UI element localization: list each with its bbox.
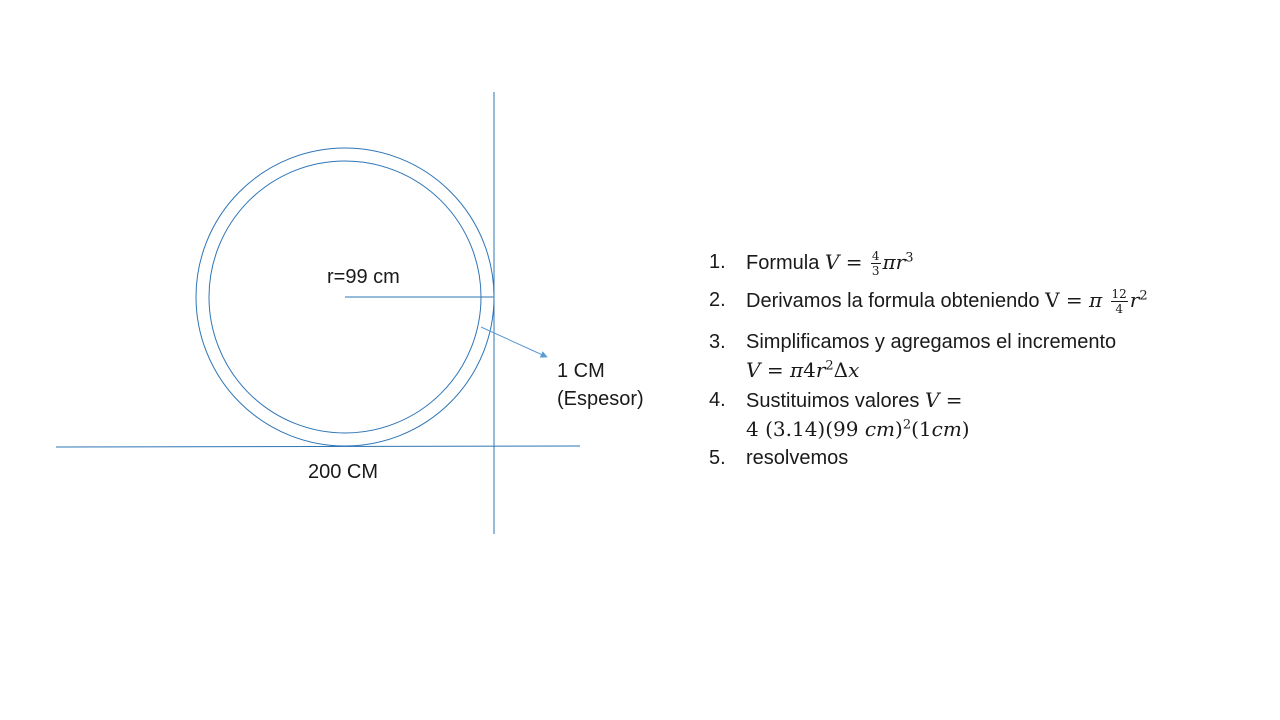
thickness-label-value: 1 CM (557, 360, 605, 382)
step-number: 5. (709, 447, 726, 469)
step-number: 2. (709, 289, 726, 311)
step-text: resolvemos (746, 447, 849, 469)
horizontal-tangent-line (55, 445, 581, 448)
radius-label: r=99 cm (327, 266, 400, 288)
thickness-label-caption: (Espesor) (557, 388, 644, 410)
step-number: 3. (709, 331, 726, 353)
step-text: Derivamos la formula obteniendo (746, 290, 1040, 312)
step-number: 4. (709, 389, 726, 411)
step-text: Sustituimos valores (746, 390, 920, 412)
step-text: Formula (746, 252, 820, 274)
thickness-label: 1 CM (Espesor) (557, 357, 644, 413)
formula-increment: V = π4r2Δx (746, 358, 860, 382)
diameter-label: 200 CM (308, 461, 379, 483)
thickness-arrow (480, 326, 548, 358)
formula-lhs: V = (924, 388, 963, 412)
step-text: Simplificamos y agregamos el incremento (746, 331, 1117, 353)
step-number: 1. (709, 251, 726, 273)
formula-substitution: 4 (3.14)(99 cm)2(1cm) (746, 417, 970, 441)
